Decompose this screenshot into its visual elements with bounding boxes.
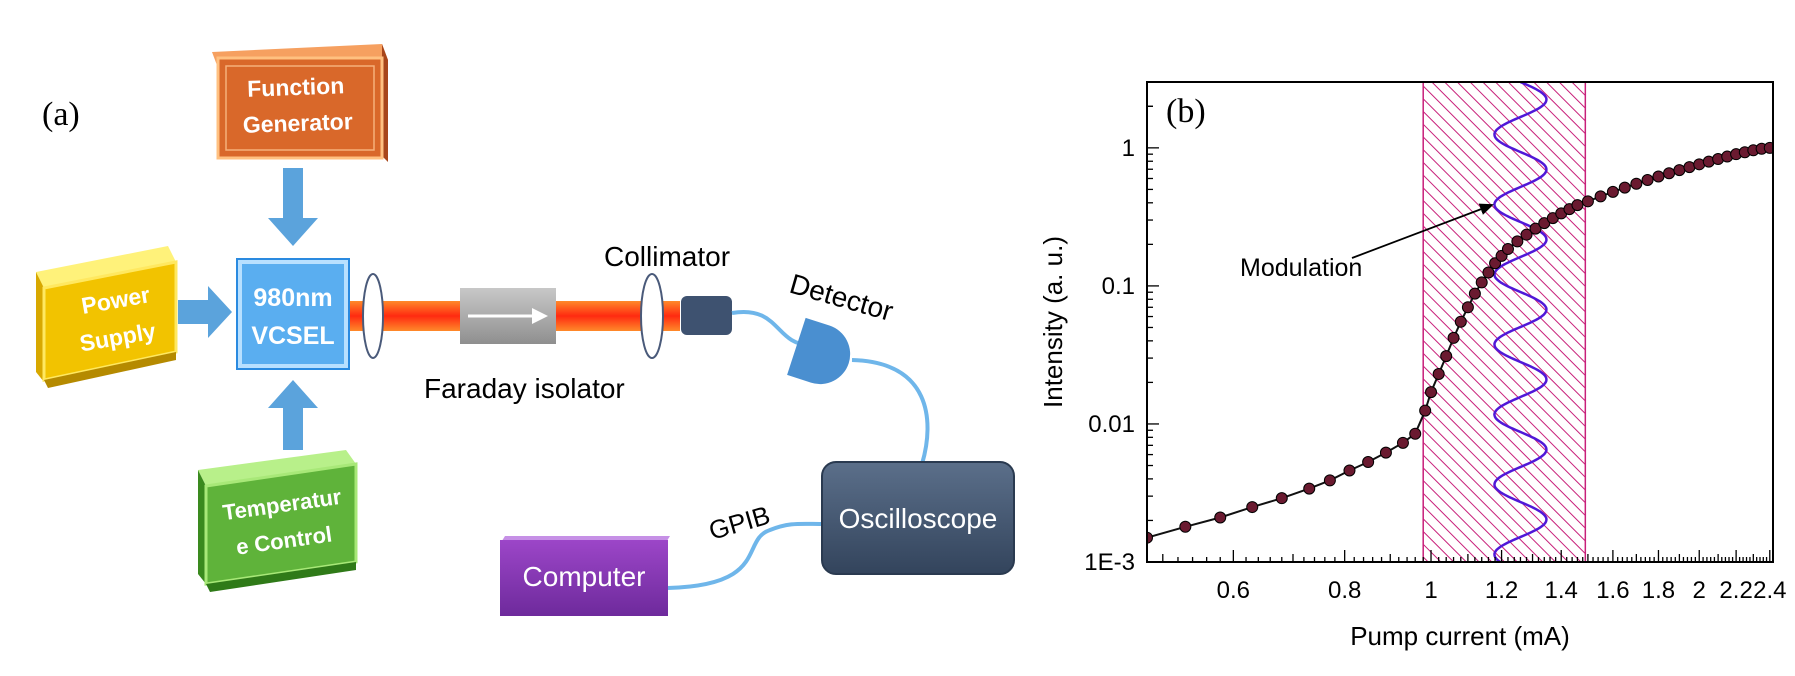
x-tick-label: 2.4 — [1753, 577, 1786, 604]
data-point — [1630, 177, 1643, 190]
data-point — [1419, 404, 1432, 417]
modulation-annotation-arrow — [1351, 203, 1494, 259]
oscilloscope-label: Oscilloscope — [839, 503, 998, 534]
x-tick-label: 2.2 — [1719, 577, 1752, 604]
faraday-isolator-label: Faraday isolator — [424, 373, 625, 404]
x-tick-label: 1.8 — [1642, 577, 1675, 604]
data-point — [1529, 222, 1542, 235]
data-point — [1501, 243, 1514, 256]
detector-label: Detector — [786, 268, 896, 327]
power-supply-block: Power Supply — [36, 246, 178, 388]
y-tick-label: 1E-3 — [1084, 549, 1135, 576]
data-point — [1147, 531, 1153, 544]
data-point — [1683, 161, 1696, 174]
collimator-label: Collimator — [604, 241, 730, 272]
data-point — [1379, 446, 1392, 459]
data-point — [1461, 301, 1474, 314]
x-tick-label: 1 — [1424, 577, 1437, 604]
data-point — [1581, 195, 1594, 208]
data-point — [1246, 501, 1259, 514]
data-point — [1641, 174, 1654, 187]
temperature-control-block: Temperatur e Control — [198, 450, 358, 592]
modulation-annotation: Modulation — [1240, 254, 1362, 282]
function-generator-label-2: Generator — [242, 108, 353, 138]
y-tick-label: 1 — [1122, 135, 1135, 162]
data-point — [1606, 185, 1619, 198]
data-point — [1409, 427, 1422, 440]
x-tick-label: 0.6 — [1217, 577, 1250, 604]
arrow-right-from-power-supply — [178, 286, 232, 338]
data-point — [1511, 235, 1524, 248]
collimator-lens-icon — [640, 273, 664, 359]
data-points — [1147, 141, 1773, 544]
panel-b-label: (b) — [1166, 93, 1206, 130]
computer-device: Computer — [500, 536, 670, 616]
vcsel-block: 980nm VCSEL — [236, 258, 350, 370]
computer-label: Computer — [523, 561, 646, 592]
fiber-cable-to-oscilloscope — [851, 358, 930, 465]
data-point — [1425, 386, 1438, 399]
y-axis-ticks: 1E-3 0.01 0.1 1 — [1084, 81, 1159, 576]
data-point — [1454, 315, 1467, 328]
data-point — [1179, 520, 1192, 533]
plot-frame — [1146, 81, 1774, 563]
data-point — [1594, 190, 1607, 203]
data-point — [1303, 482, 1316, 495]
function-generator-label-1: Function — [247, 72, 345, 101]
arrow-up-from-temperature-control — [268, 380, 318, 450]
faraday-isolator-device — [460, 288, 556, 344]
data-point — [1447, 331, 1460, 344]
data-point — [1571, 199, 1584, 212]
lens-icon — [362, 273, 384, 359]
x-tick-label: 2 — [1693, 577, 1706, 604]
data-point — [1618, 181, 1631, 194]
y-tick-label: 0.01 — [1088, 411, 1135, 438]
x-tick-label: 0.8 — [1328, 577, 1361, 604]
data-point — [1482, 266, 1495, 279]
gpib-label: GPIB — [705, 500, 773, 546]
data-point — [1275, 492, 1288, 505]
data-point — [1763, 141, 1773, 154]
data-point — [1475, 276, 1488, 289]
data-point — [1652, 170, 1665, 183]
data-point — [1362, 456, 1375, 469]
modulation-wave — [1493, 82, 1548, 562]
gpib-cable — [667, 521, 826, 590]
oscilloscope-device: Oscilloscope — [821, 461, 1015, 575]
x-tick-label: 1.6 — [1596, 577, 1629, 604]
data-point — [1663, 167, 1676, 180]
data-point — [1440, 350, 1453, 363]
panel-a-label: (a) — [42, 96, 80, 133]
modulation-band — [1422, 82, 1587, 562]
y-axis-label: Intensity (a. u.) — [1038, 236, 1068, 408]
data-point — [1343, 464, 1356, 477]
fiber-cable-to-detector — [731, 309, 811, 347]
vcsel-label-1: 980nm — [253, 284, 332, 312]
data-point — [1520, 228, 1533, 241]
data-point — [1673, 164, 1686, 177]
data-point — [1396, 436, 1409, 449]
collimator-body — [681, 296, 732, 335]
function-generator-block: Function Generator — [212, 44, 388, 162]
vcsel-label-2: VCSEL — [251, 322, 334, 350]
x-tick-label: 1.4 — [1545, 577, 1578, 604]
detector-icon — [787, 317, 851, 385]
x-axis-label: Pump current (mA) — [1350, 621, 1570, 651]
x-tick-label: 1.2 — [1485, 577, 1518, 604]
data-point — [1214, 511, 1227, 524]
arrow-down-from-function-generator — [268, 168, 318, 246]
data-point — [1432, 368, 1445, 381]
data-point — [1468, 287, 1481, 300]
data-point — [1323, 474, 1336, 487]
y-tick-label: 0.1 — [1102, 273, 1135, 300]
